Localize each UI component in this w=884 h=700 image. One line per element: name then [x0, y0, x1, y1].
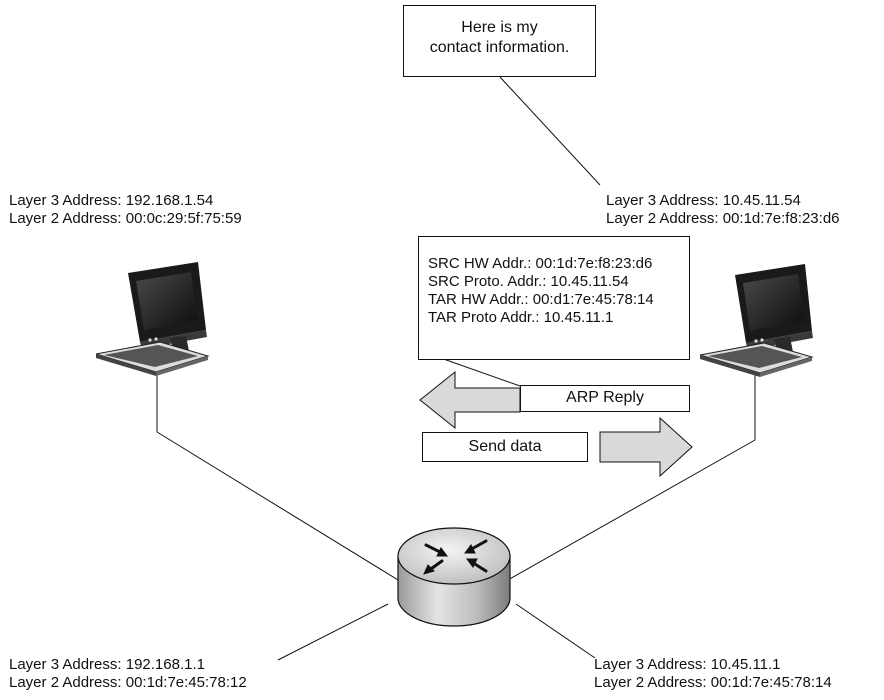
speech-bubble-line2: contact information. — [429, 39, 570, 56]
router-right-layer3: Layer 3 Address: 10.45.11.1 — [594, 656, 781, 673]
router-left-addresses: Layer 3 Address: 192.168.1.1 Layer 2 Add… — [9, 656, 247, 692]
arp-tar-proto: TAR Proto Addr.: 10.45.11.1 — [428, 309, 614, 326]
arp-packet-box: SRC HW Addr.: 00:1d:7e:f8:23:d6 SRC Prot… — [418, 236, 690, 360]
router-left-layer3: Layer 3 Address: 192.168.1.1 — [9, 656, 205, 673]
router-right-layer2: Layer 2 Address: 00:1d:7e:45:78:14 — [594, 674, 832, 691]
arp-tar-hw: TAR HW Addr.: 00:d1:7e:45:78:14 — [428, 291, 654, 308]
speech-bubble-line1: Here is my — [461, 19, 538, 36]
arp-reply-arrow — [419, 370, 521, 430]
right-link — [507, 439, 756, 581]
left-link — [156, 431, 404, 584]
router-icon — [397, 527, 511, 627]
left-host-layer3: Layer 3 Address: 192.168.1.54 — [9, 192, 214, 209]
speech-bubble: Here is my contact information. — [403, 5, 596, 77]
right-computer-icon — [699, 264, 814, 377]
send-data-arrow — [599, 416, 693, 478]
right-host-layer2: Layer 2 Address: 00:1d:7e:f8:23:d6 — [606, 210, 840, 227]
arp-reply-label: ARP Reply — [520, 385, 690, 412]
speech-bubble-pointer — [499, 76, 601, 186]
router-right-addresses: Layer 3 Address: 10.45.11.1 Layer 2 Addr… — [594, 656, 832, 692]
right-host-addresses: Layer 3 Address: 10.45.11.54 Layer 2 Add… — [606, 192, 840, 228]
left-host-layer2: Layer 2 Address: 00:0c:29:5f:75:59 — [9, 210, 242, 227]
left-computer-icon — [95, 262, 210, 376]
arp-src-proto: SRC Proto. Addr.: 10.45.11.54 — [428, 273, 629, 290]
left-host-addresses: Layer 3 Address: 192.168.1.54 Layer 2 Ad… — [9, 192, 242, 228]
send-data-label: Send data — [422, 432, 588, 462]
router-right-pointer — [515, 603, 596, 659]
right-host-layer3: Layer 3 Address: 10.45.11.54 — [606, 192, 801, 209]
router-left-layer2: Layer 2 Address: 00:1d:7e:45:78:12 — [9, 674, 247, 691]
router-left-pointer — [277, 603, 389, 661]
arp-src-hw: SRC HW Addr.: 00:1d:7e:f8:23:d6 — [428, 255, 653, 272]
